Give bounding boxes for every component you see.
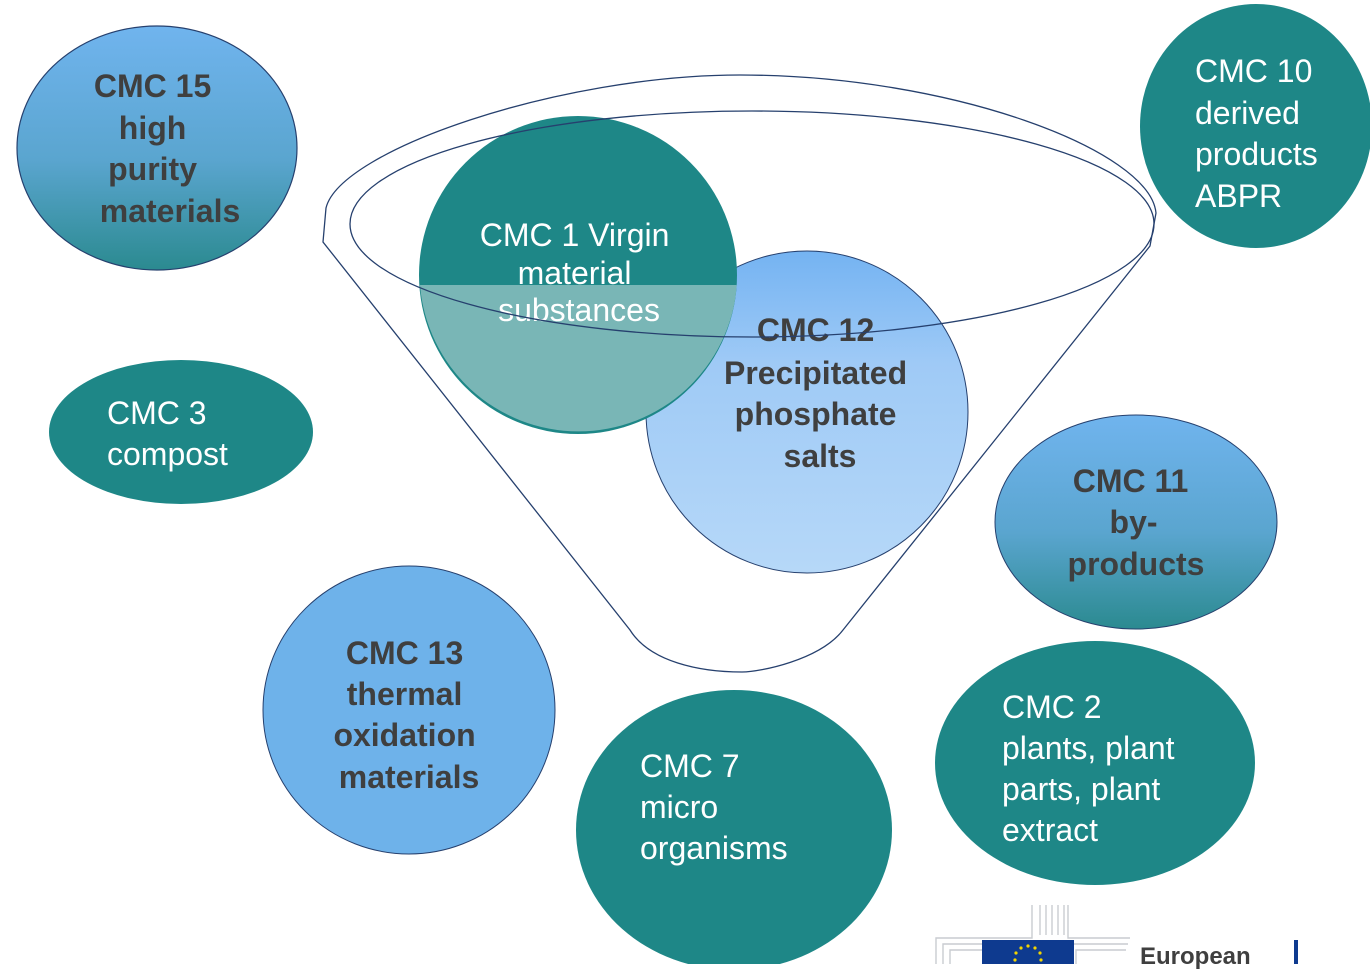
- logo-divider: [1294, 940, 1298, 964]
- cmc3-label: CMC 3 compost: [107, 395, 228, 472]
- cmc3-bubble: CMC 3 compost: [49, 360, 313, 504]
- cmc10-label: CMC 10 derived products ABPR: [1195, 53, 1327, 214]
- cmc7-bubble: CMC 7 micro organisms: [576, 690, 892, 964]
- cmc7-label: CMC 7 micro organisms: [640, 748, 788, 866]
- cmc1-label: CMC 1 Virgin material substances: [480, 217, 679, 328]
- cmc15-bubble: CMC 15 high purity materials: [16, 25, 298, 271]
- cmc15-label: CMC 15 high purity materials: [94, 68, 240, 229]
- cmc13-bubble: CMC 13 thermal oxidation materials: [262, 565, 556, 855]
- cmc11-bubble: CMC 11 by- products: [994, 414, 1278, 630]
- cmc10-bubble: CMC 10 derived products ABPR: [1140, 4, 1370, 248]
- logo-text: European: [1140, 943, 1251, 970]
- cmc1-bubble: CMC 1 Virgin material substances: [419, 116, 737, 434]
- european-commission-logo: [935, 905, 1298, 964]
- funnel-outline: [322, 74, 1157, 673]
- cmc12-label: CMC 12 Precipitated phosphate salts: [724, 312, 916, 474]
- cmc11-label: CMC 11 by- products: [1068, 463, 1205, 582]
- cmc13-label: CMC 13 thermal oxidation materials: [333, 635, 484, 795]
- cmc2-label: CMC 2 plants, plant parts, plant extract: [1002, 689, 1183, 848]
- cmc2-bubble: CMC 2 plants, plant parts, plant extract: [935, 641, 1255, 885]
- eu-flag-icon: [982, 940, 1074, 964]
